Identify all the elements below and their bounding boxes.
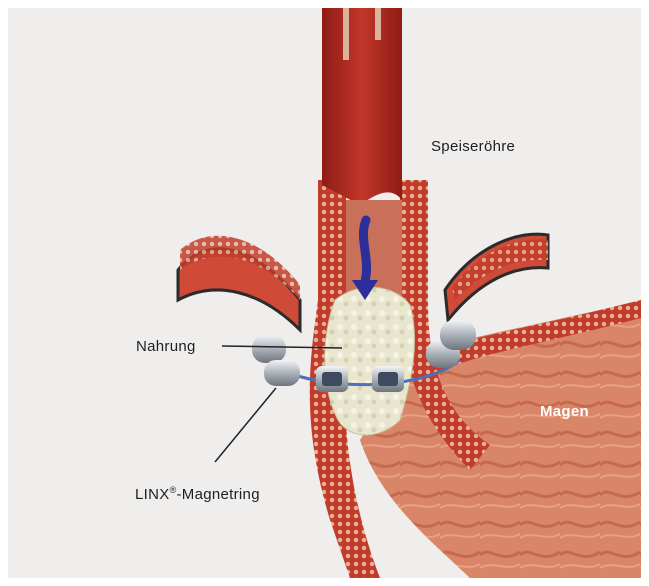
- movement-arrow: [363, 220, 366, 285]
- magnet-bead-4: [372, 366, 404, 392]
- magnet-bead-2: [264, 360, 300, 386]
- magnet-bead-3: [316, 366, 348, 392]
- linx-magnet-ring-label: LINX®-Magnetring: [135, 485, 260, 503]
- magnet-bead-1: [252, 335, 286, 363]
- linx-label-name: LINX: [135, 486, 170, 503]
- diagram-panel: Speiseröhre Nahrung Magen LINX®-Magnetri…: [8, 8, 641, 578]
- registered-mark: ®: [170, 485, 177, 495]
- magnet-bead-6: [440, 320, 476, 350]
- esophagus-label: Speiseröhre: [431, 138, 515, 155]
- linx-leader-line: [215, 388, 276, 462]
- food-bolus: [325, 287, 415, 435]
- food-label: Nahrung: [136, 338, 196, 355]
- stomach-label: Magen: [540, 403, 589, 420]
- anatomy-illustration: [8, 8, 641, 578]
- linx-label-suffix: -Magnetring: [177, 486, 260, 503]
- esophagus-lumen: [322, 8, 402, 205]
